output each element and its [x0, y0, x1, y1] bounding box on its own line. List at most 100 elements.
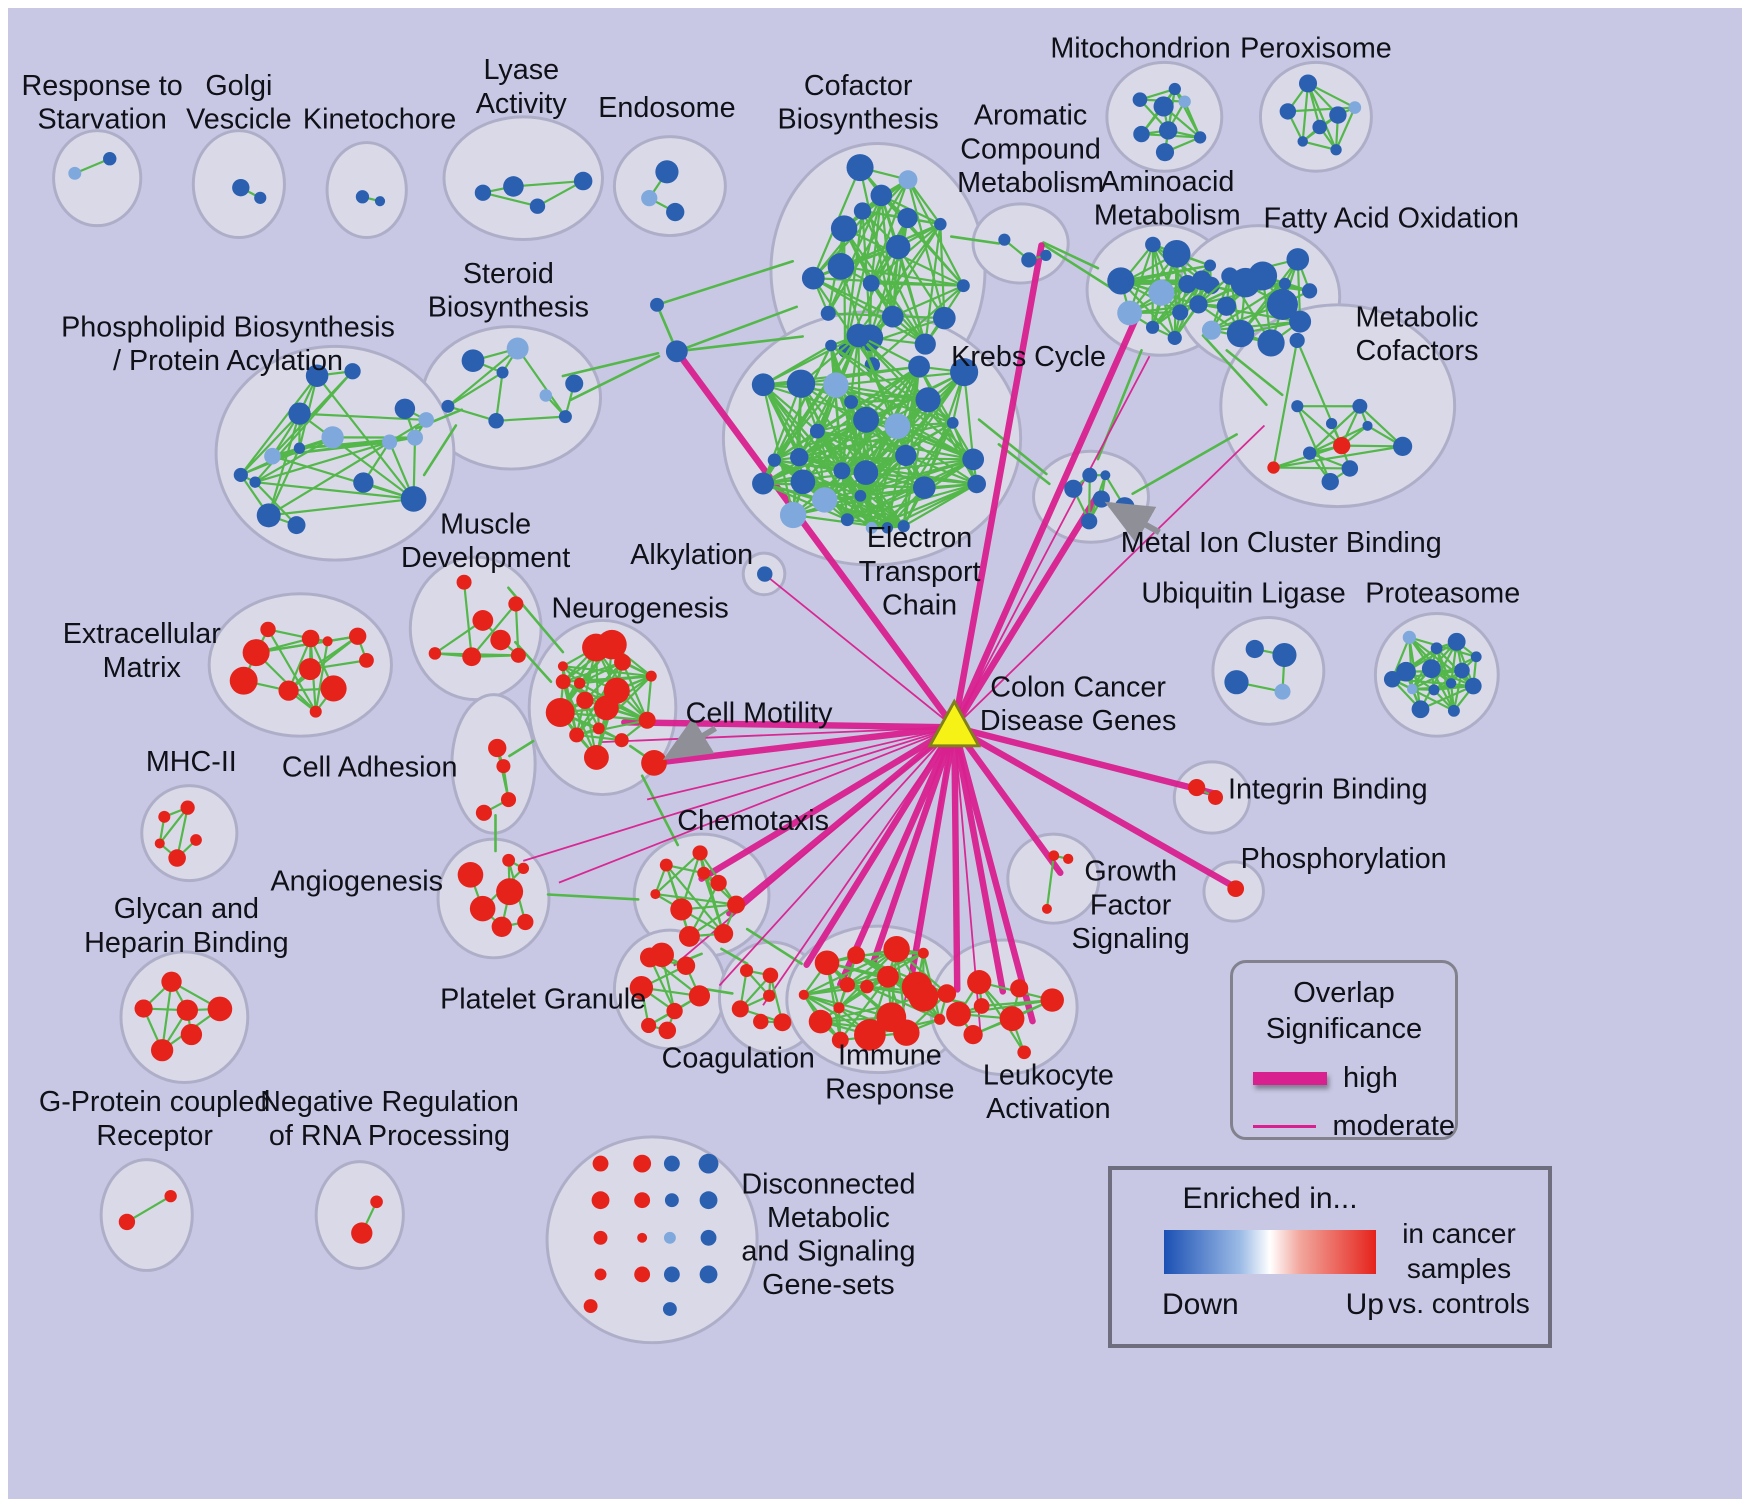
cluster-phosphorylation: [1227, 880, 1245, 898]
blob-response-to-starvation: [52, 129, 143, 228]
blob-cell-adhesion: [450, 693, 537, 835]
cluster-cell-adhesion: [475, 738, 517, 821]
label-endosome: Endosome: [598, 92, 735, 124]
cluster-networks: [68, 74, 1482, 1316]
blob-ubiquitin-ligase: [1211, 615, 1326, 726]
blob-mhc-ii: [140, 784, 239, 883]
cluster-growth-factor-signaling: [1041, 850, 1074, 914]
cluster-chemotaxis: [650, 845, 746, 947]
label-coagulation: Coagulation: [662, 1043, 815, 1075]
label-alkylation: Alkylation: [630, 539, 753, 571]
moderate-significance-swatch: [1253, 1125, 1317, 1128]
blob-muscle-development: [408, 555, 543, 702]
cluster-disconnected-metabolic-and-signaling-gene-sets: [583, 1153, 719, 1316]
overlap-significance-title: Overlap Significance: [1265, 977, 1423, 1045]
label-ubiquitin-ligase: Ubiquitin Ligase: [1141, 578, 1345, 610]
cluster-alkylation: [757, 566, 773, 582]
blob-lyase-activity: [442, 115, 605, 241]
cluster-mhc-ii: [154, 800, 202, 867]
cluster-kinetochore: [355, 190, 386, 207]
cluster-glycan-and-heparin-binding: [134, 971, 233, 1062]
label-phospholipid-biosynthesis-protein-acylation: Phospholipid Biosynthesis/ Protein Acyla…: [61, 311, 395, 377]
colon-cancer-hub-triangle: [927, 698, 982, 748]
blob-aromatic-compound-metabolism: [971, 202, 1070, 285]
hub: [927, 698, 982, 748]
cluster-integrin-binding: [1188, 778, 1224, 805]
label-kinetochore: Kinetochore: [303, 104, 456, 136]
legend-enrichment: Enriched in... Down Up in cancer samples…: [1108, 1166, 1552, 1348]
label-integrin-binding: Integrin Binding: [1228, 774, 1428, 806]
legend-overlap-significance: Overlap Significance high moderate: [1230, 960, 1458, 1143]
blob-endosome: [612, 135, 727, 238]
enrichment-gradient-bar: [1164, 1230, 1376, 1274]
moderate-significance-label: moderate: [1332, 1110, 1455, 1142]
label-krebs-cycle: Krebs Cycle: [951, 341, 1106, 373]
cluster-fatty-acid-oxidation: [1189, 248, 1318, 357]
cluster-electron-transport-chain: [751, 323, 986, 534]
cluster-angiogenesis: [457, 853, 534, 937]
blob-kinetochore: [325, 141, 408, 240]
cluster-ubiquitin-ligase: [1224, 639, 1297, 700]
label-mitochondrion: Mitochondrion: [1050, 32, 1230, 64]
cluster-aminoacid-metabolism: [1107, 236, 1220, 346]
enrichment-note: in cancer samples vs. controls: [1388, 1218, 1530, 1319]
cluster-metabolic-cofactors: [1267, 332, 1413, 491]
label-neurogenesis: Neurogenesis: [552, 592, 729, 624]
cluster-immune-response: [798, 935, 957, 1051]
label-cell-adhesion: Cell Adhesion: [282, 752, 458, 784]
blob-negative-regulation-of-rna-processing: [314, 1160, 405, 1270]
blob-growth-factor-signaling: [1006, 832, 1101, 925]
cluster-phospholipid-biosynthesis-protein-acylation: [233, 363, 434, 535]
label-mhc-ii: MHC-II: [146, 746, 237, 778]
cluster-lyase-activity: [474, 171, 593, 214]
label-proteasome: Proteasome: [1365, 578, 1520, 610]
cluster-muscle-development: [428, 574, 526, 667]
cluster-platelet-granule: [629, 942, 711, 1040]
blob-disconnected-metabolic-and-signaling-gene-sets: [545, 1135, 759, 1345]
label-chemotaxis: Chemotaxis: [677, 805, 829, 837]
cluster-aromatic-compound-metabolism: [998, 233, 1052, 268]
high-significance-label: high: [1343, 1062, 1398, 1094]
cluster-leukocyte-activation: [946, 970, 1064, 1060]
free-nodes: [641, 297, 688, 776]
cluster-extracellular-matrix: [229, 621, 374, 718]
cluster-coagulation: [731, 963, 792, 1032]
blob-mitochondrion: [1105, 60, 1224, 173]
label-platelet-granule: Platelet Granule: [440, 983, 646, 1015]
label-peroxisome: Peroxisome: [1240, 32, 1392, 64]
cluster-steroid-biosynthesis: [441, 337, 584, 429]
enrichment-down-label: Down: [1162, 1288, 1239, 1321]
cluster-golgi-vescicle: [232, 178, 267, 204]
cluster-negative-regulation-of-rna-processing: [351, 1195, 383, 1244]
cluster-proteasome: [1383, 630, 1482, 719]
label-angiogenesis: Angiogenesis: [271, 866, 443, 898]
overlap-high-row: high: [1253, 1062, 1455, 1095]
label-metal-ion-cluster-binding: Metal Ion Cluster Binding: [1121, 527, 1442, 559]
overlap-moderate-row: moderate: [1253, 1110, 1455, 1143]
cluster-peroxisome: [1279, 74, 1362, 156]
label-cell-motility: Cell Motility: [686, 697, 833, 729]
cluster-endosome: [641, 160, 685, 222]
label-phosphorylation: Phosphorylation: [1241, 843, 1447, 875]
label-fatty-acid-oxidation: Fatty Acid Oxidation: [1264, 203, 1519, 235]
cluster-neurogenesis: [545, 629, 657, 770]
